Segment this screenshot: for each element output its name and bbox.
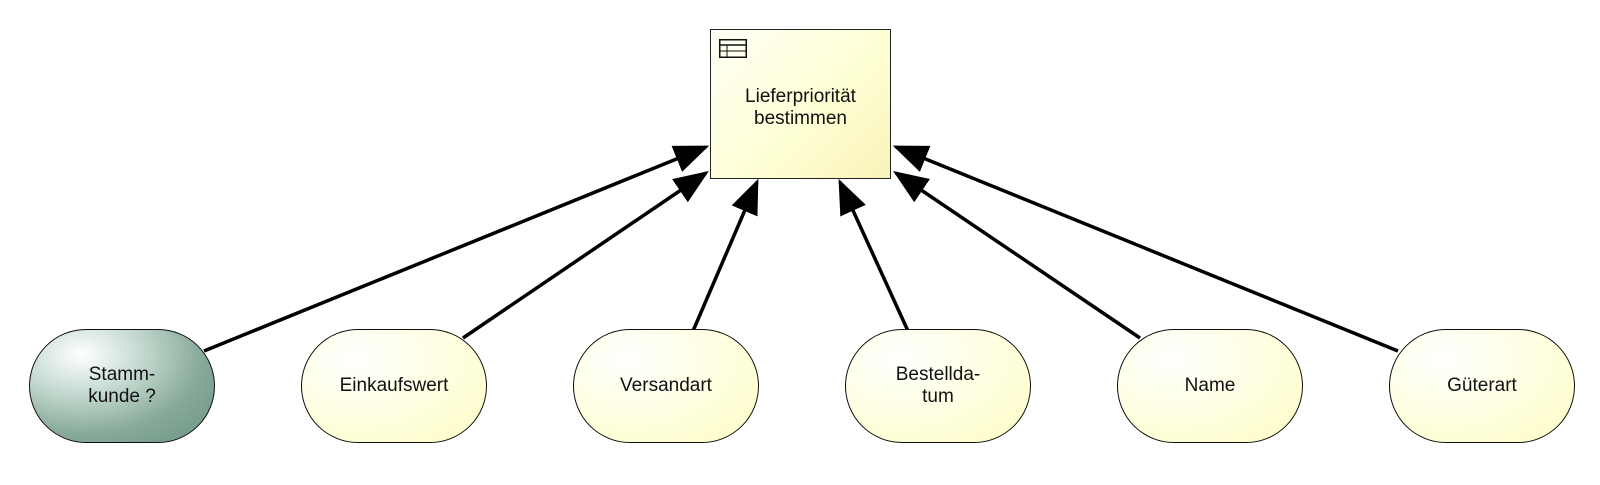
decision-label: Lieferpriorität bestimmen bbox=[745, 86, 856, 129]
input-node-versandart[interactable]: Versandart bbox=[573, 329, 759, 443]
input-node-stammkunde[interactable]: Stamm- kunde ? bbox=[29, 329, 215, 443]
input-node-bestelldatum[interactable]: Bestellda- tum bbox=[845, 329, 1031, 443]
edge-name bbox=[893, 171, 1141, 340]
edge-einkaufswert bbox=[462, 171, 709, 340]
edge-stammkunde bbox=[203, 145, 710, 353]
input-label: Name bbox=[1184, 375, 1236, 396]
table-icon bbox=[719, 39, 747, 58]
input-label: Stamm- kunde ? bbox=[88, 364, 156, 407]
input-label: Versandart bbox=[620, 375, 712, 396]
edge-gueterart bbox=[892, 145, 1399, 353]
input-label: Güterart bbox=[1447, 375, 1517, 396]
input-node-gueterart[interactable]: Güterart bbox=[1389, 329, 1575, 443]
decision-node-lieferprioritaet[interactable]: Lieferpriorität bestimmen bbox=[710, 29, 891, 179]
input-node-einkaufswert[interactable]: Einkaufswert bbox=[301, 329, 487, 443]
input-node-name[interactable]: Name bbox=[1117, 329, 1303, 443]
edge-bestelldatum bbox=[838, 178, 910, 332]
input-label: Bestellda- tum bbox=[895, 364, 981, 407]
input-label: Einkaufswert bbox=[339, 375, 449, 396]
edge-versandart bbox=[691, 178, 759, 332]
